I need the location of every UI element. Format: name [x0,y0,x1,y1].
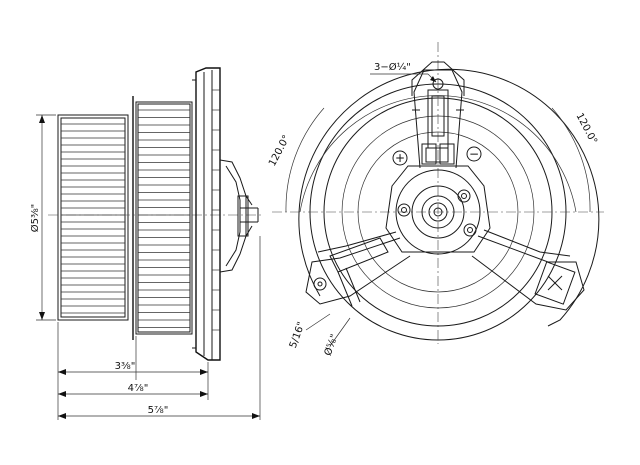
dim-width-2-label: 4⅞" [128,383,149,394]
dimension-holes: 3−Ø¼" [370,61,437,83]
outer-rim [298,68,600,327]
dim-diameter-label: Ø5⅜" [29,204,41,233]
blower-wheel-right [132,96,193,340]
top-mounting-ear [411,61,465,169]
lower-right-mounting-ear [471,229,585,311]
dim-angle-left-label: 120.0° [267,133,293,168]
dimension-shaft: 5/16" Ø⅝" [288,313,351,358]
motor-housing [219,159,259,273]
dim-width-3-label: 5⅞" [148,405,169,416]
dimension-widths: 3⅜" 4⅞" 5⅞" [57,236,261,420]
dim-shaft-1-label: 5/16" [288,321,308,350]
dim-shaft-2-label: Ø⅝" [322,333,341,358]
electrical-connector [421,143,455,165]
dim-holes-label: 3−Ø¼" [374,61,411,73]
dim-width-1-label: 3⅜" [115,361,136,372]
blower-wheel-left [57,114,129,321]
dimension-diameter: Ø5⅜" [29,114,56,321]
motor-hub [385,165,491,255]
terminal-positive: + [392,150,408,166]
lower-left-mounting-ear [305,231,411,307]
side-view: Ø5⅜" 3⅜" 4⅞" 5⅞" [29,67,262,420]
mounting-plate [192,67,221,361]
front-view: + − 3−Ø¼" 120.0° 120.0° 5/16" Ø⅝" [267,42,604,357]
terminal-positive-label: + [395,151,405,165]
terminal-negative-label: − [469,147,479,161]
terminal-negative: − [466,146,482,162]
